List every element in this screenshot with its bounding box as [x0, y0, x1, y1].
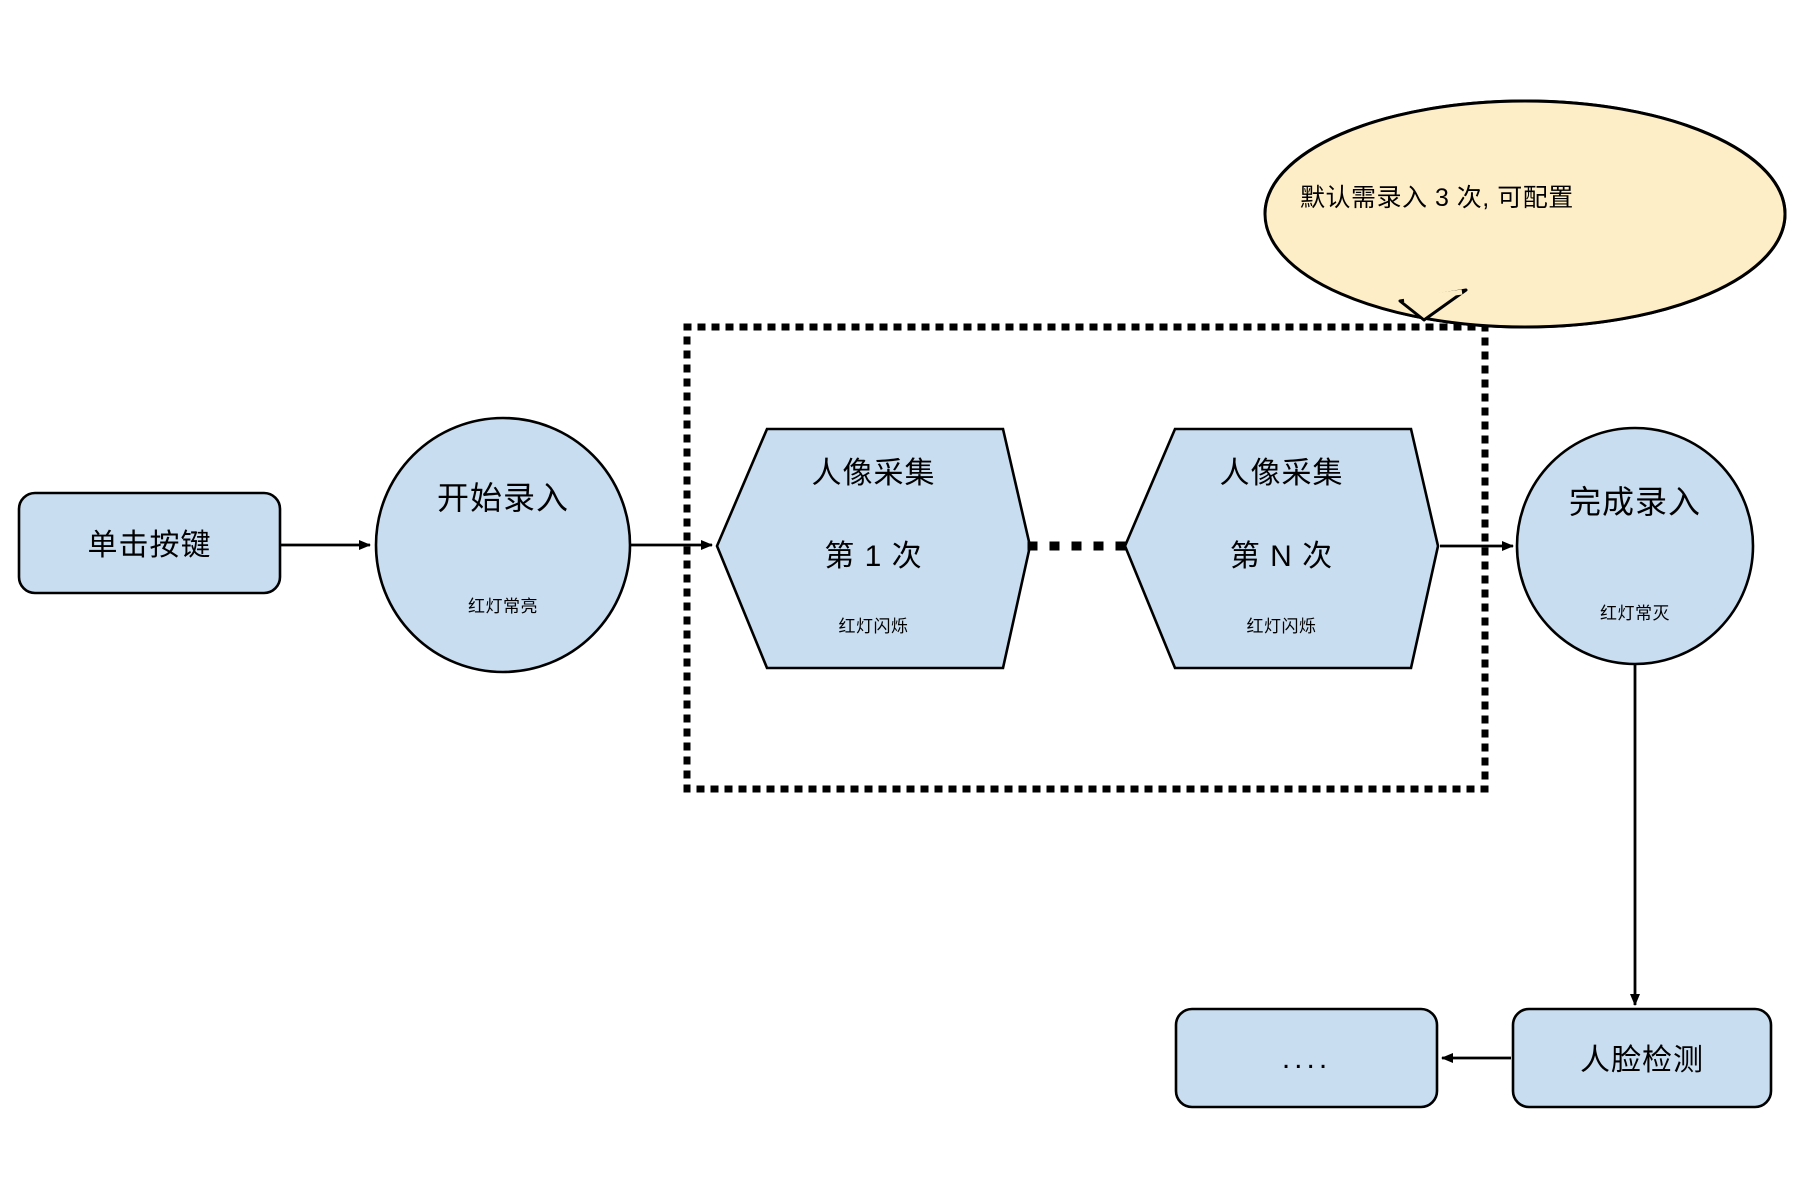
node-start-record[interactable] [374, 416, 632, 674]
hit-start-record[interactable] [376, 418, 630, 672]
hit-capture-first[interactable] [717, 429, 1030, 668]
hit-more-steps[interactable] [1176, 1009, 1437, 1107]
node-capture-first[interactable] [715, 427, 1032, 670]
hit-click-key[interactable] [19, 493, 280, 593]
callout-tail-mask [1403, 289, 1463, 303]
node-face-detect[interactable] [1511, 1007, 1773, 1109]
hit-face-detect[interactable] [1513, 1009, 1771, 1107]
hit-finish-record[interactable] [1517, 428, 1753, 664]
callout-bubble-body [1263, 99, 1787, 329]
node-finish-record[interactable] [1515, 426, 1755, 666]
node-more-steps[interactable] [1174, 1007, 1439, 1109]
hit-capture-nth[interactable] [1125, 429, 1438, 668]
node-click-key[interactable] [17, 491, 282, 595]
